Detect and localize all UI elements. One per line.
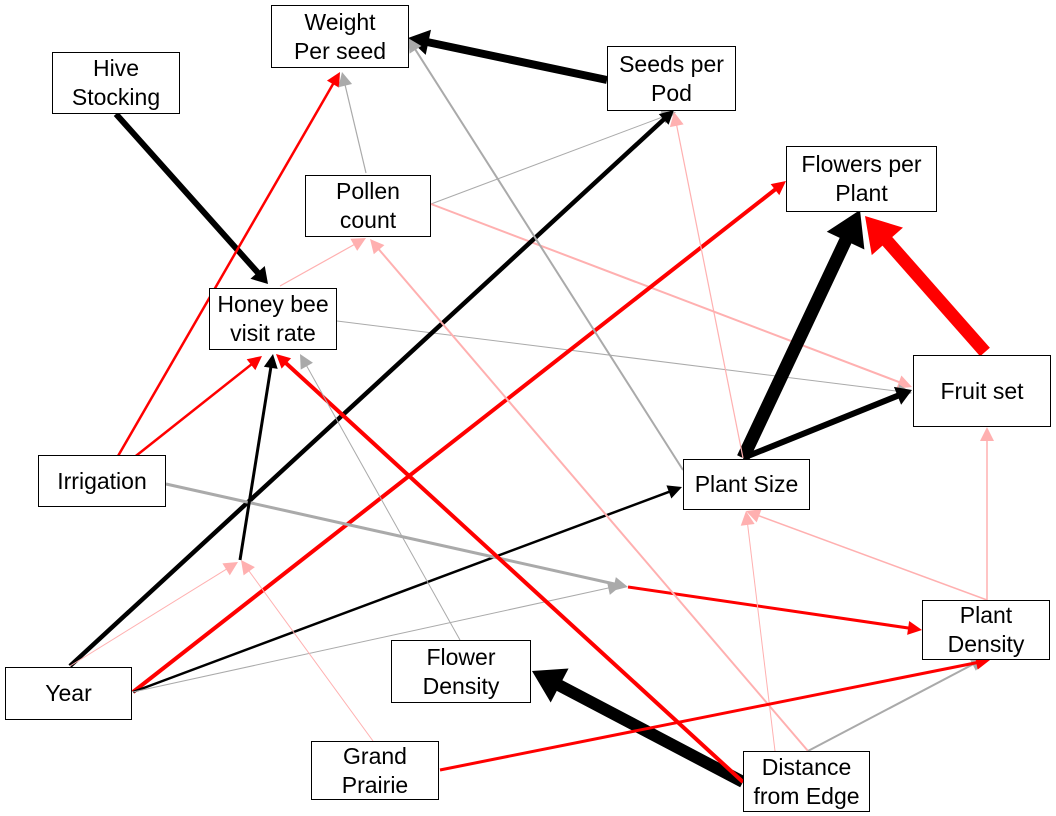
edge-year-to-pdens <box>132 586 616 693</box>
arrowhead-honey-to-pollen <box>350 238 366 251</box>
node-label: Seeds per Pod <box>619 50 724 106</box>
arrowhead-psize-to-seeds <box>669 112 684 128</box>
node-label: Flower Density <box>422 643 500 699</box>
arrowhead-irrig-to-honey <box>246 356 262 371</box>
arrowhead-pdens-to-fruit <box>980 427 994 441</box>
arrowhead-irrig-to-pdens <box>612 577 628 591</box>
arrowhead-fruit-to-flowers <box>865 216 903 256</box>
arrowhead-psize-to-weight <box>408 38 422 54</box>
arrowhead-dist-to-fdens <box>532 668 569 703</box>
edge-hive-to-honey <box>113 112 266 281</box>
edge-honey-to-fruit <box>336 320 906 393</box>
arrowhead-psize-to-flowers <box>826 210 865 250</box>
arrowhead-seeds-to-weight <box>408 29 431 55</box>
arrowhead-pollen-to-weight <box>338 72 353 88</box>
arrowhead-fdens-to-honey <box>300 354 313 370</box>
node-seeds-per-pod: Seeds per Pod <box>607 46 736 111</box>
edge-dist-to-pdens <box>807 660 980 752</box>
edge-psize-to-seeds <box>674 118 744 459</box>
node-hive-stocking: Hive Stocking <box>52 52 180 114</box>
edge-dist-to-honey <box>279 357 745 784</box>
node-honey-bee-visit-rate: Honey bee visit rate <box>209 288 337 350</box>
arrowhead-pdens-to-psize <box>746 509 762 523</box>
edge-dist-to-psize <box>746 517 776 752</box>
arrowhead-year-to-seeds <box>658 110 674 125</box>
edge-year-to-seeds <box>68 113 671 668</box>
edge-year-to-honey <box>69 565 233 667</box>
edge-fdens-to-honey <box>302 359 461 641</box>
edge-psize-to-fruit <box>741 390 906 461</box>
node-plant-density: Plant Density <box>922 600 1050 660</box>
node-label: Fruit set <box>940 377 1024 404</box>
edge-grand-to-honey <box>244 565 374 742</box>
edge-irrig-to-pdens <box>165 482 622 587</box>
node-label: Weight Per seed <box>293 8 387 64</box>
node-label: Year <box>45 680 92 706</box>
arrowhead-grand-to-honey <box>241 560 255 576</box>
arrowhead-dist-to-psize <box>740 511 755 526</box>
node-grand-prairie: Grand Prairie <box>311 741 439 800</box>
node-label: Pollen count <box>336 178 400 233</box>
edge-honey-to-pollen <box>279 240 361 287</box>
edge-fruit-to-flowers <box>871 224 990 357</box>
arrowhead-irrig-to-pdens <box>907 621 922 635</box>
node-label: Honey bee visit rate <box>217 291 329 346</box>
edge-year-to-honey <box>238 360 274 561</box>
edge-psize-to-flowers <box>737 222 859 461</box>
node-distance-from-edge: Distance from Edge <box>743 751 870 812</box>
edge-year-to-psize <box>132 488 676 694</box>
edge-irrig-to-pdens <box>627 585 916 631</box>
arrowhead-dist-to-pollen <box>370 239 385 255</box>
node-weight-per-seed: Weight Per seed <box>271 5 409 68</box>
edge-irrig-to-weight <box>101 77 338 483</box>
edge-psize-to-weight <box>410 43 684 471</box>
edge-pollen-to-weight <box>343 78 367 174</box>
edge-year-to-flowers <box>131 183 782 694</box>
arrowhead-year-to-flowers <box>770 181 786 196</box>
arrowhead-hive-to-honey <box>250 265 268 284</box>
node-label: Grand Prairie <box>341 742 409 798</box>
arrowhead-psize-to-fruit <box>893 386 912 405</box>
edge-pollen-to-seeds <box>430 113 670 205</box>
arrowhead-year-to-honey <box>263 354 278 369</box>
edge-seeds-to-weight <box>417 36 608 84</box>
node-label: Flowers per Plant <box>801 151 922 206</box>
node-label: Irrigation <box>57 467 147 494</box>
node-year: Year <box>5 667 132 720</box>
arrowhead-year-to-psize <box>666 485 682 499</box>
node-irrigation: Irrigation <box>38 455 166 507</box>
node-plant-size: Plant Size <box>683 459 810 510</box>
node-pollen-count: Pollen count <box>305 175 431 237</box>
arrowhead-dist-to-honey <box>276 354 292 369</box>
edge-grand-to-pdens <box>439 659 984 772</box>
node-label: Distance from Edge <box>753 753 860 809</box>
edge-pdens-to-psize <box>752 512 988 601</box>
node-label: Plant Density <box>947 602 1025 657</box>
arrowhead-irrig-to-weight <box>326 72 340 88</box>
node-label: Plant Size <box>694 471 799 497</box>
edge-pollen-to-fruit <box>430 203 906 386</box>
arrowhead-year-to-honey <box>222 562 238 576</box>
node-flower-density: Flower Density <box>391 640 531 703</box>
node-flowers-per-plant: Flowers per Plant <box>786 146 937 212</box>
node-label: Hive Stocking <box>71 55 161 110</box>
node-fruit-set: Fruit set <box>913 355 1051 427</box>
edge-dist-to-pollen <box>373 243 809 752</box>
